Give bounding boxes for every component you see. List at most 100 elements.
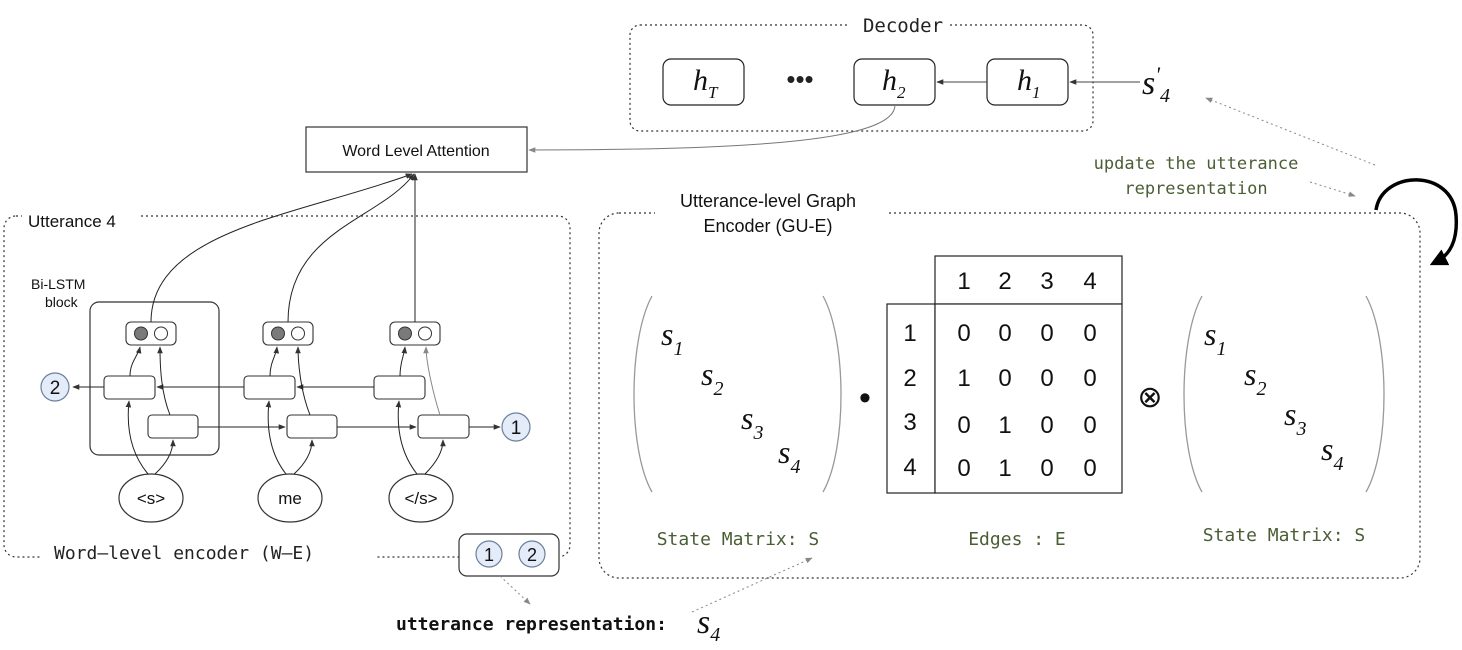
token-me: me — [257, 473, 323, 523]
h2-to-attention-arrow — [528, 104, 896, 153]
decoder-group: Decoder hT ••• h2 h1 s'4 — [629, 14, 1170, 132]
state-matrix-right: s1 s2 s3 s4 State Matrix: S — [1183, 295, 1385, 546]
edges-cell: 1 — [998, 412, 1011, 439]
edges-row-header: 2 — [903, 365, 916, 392]
state-matrix-left-open-paren — [633, 295, 653, 493]
utterance-title-bg — [22, 208, 138, 230]
bilstm-block-frame — [89, 301, 220, 456]
edges-cell: 0 — [1040, 320, 1053, 347]
right-s4: s4 — [1321, 431, 1343, 475]
token1-to-backward1-arrow — [125, 400, 149, 475]
forward-cell-2 — [286, 414, 338, 439]
right-s2: s2 — [1244, 356, 1266, 400]
edges-cell: 0 — [1083, 320, 1096, 347]
token3-to-forward3-arrow — [424, 439, 446, 475]
output1-to-attention-arrow — [150, 173, 413, 323]
edges-row-header: 1 — [903, 320, 916, 347]
output-node-1 — [125, 321, 177, 346]
svg-text:<s>: <s> — [137, 489, 165, 508]
graph-encoder-title-bg — [655, 186, 887, 236]
word-level-encoder-caption: Word–level encoder (W–E) — [54, 543, 314, 564]
edges-matrix: 1 2 3 4 1 2 3 4 0 0 0 0 1 0 0 0 0 1 0 0 … — [886, 255, 1123, 550]
token2-to-backward2-arrow — [265, 400, 287, 475]
token-end: </s> — [388, 473, 454, 523]
edges-cell: 0 — [1083, 412, 1096, 439]
edges-caption: Edges : E — [968, 529, 1066, 550]
repr-marker-1: 1 — [475, 540, 503, 568]
utterance-title: Utterance 4 — [28, 212, 116, 231]
edges-cell: 0 — [998, 320, 1011, 347]
graph-encoder-title-line1: Utterance-level Graph — [680, 191, 856, 211]
decoder-title: Decoder — [863, 15, 943, 37]
state-matrix-right-open-paren — [1183, 295, 1203, 493]
update-note-line1: update the utterance — [1094, 154, 1299, 174]
repr-dotted-arrow-down — [499, 575, 531, 605]
output2-to-attention-arrow — [287, 173, 415, 323]
forward2-to-output2-arrow — [295, 346, 311, 416]
decoder-state-h2-label: h2 — [882, 64, 906, 102]
backward-cell-2 — [243, 375, 296, 400]
edges-col-header: 3 — [1040, 268, 1053, 295]
edges-col-header: 4 — [1083, 268, 1096, 295]
update-note-group: update the utterance representation — [1094, 97, 1459, 266]
edges-row-header: 4 — [903, 454, 916, 481]
dot-operator: • — [859, 379, 871, 417]
forward-cell-3 — [417, 414, 470, 439]
token3-to-backward3-arrow — [395, 400, 418, 475]
edges-cell: 0 — [998, 365, 1011, 392]
hidden-marker-2: 2 — [40, 372, 70, 402]
decoder-input-symbol: s'4 — [1142, 62, 1170, 107]
left-s2: s2 — [701, 356, 723, 400]
repr-marker-2: 2 — [518, 540, 546, 568]
word-level-attention-box — [305, 126, 528, 173]
state-matrix-left-close-paren — [822, 295, 842, 493]
decoder-title-bg — [850, 14, 950, 36]
state-matrix-left-caption: State Matrix: S — [657, 529, 820, 550]
update-note-line2: representation — [1124, 179, 1267, 199]
svg-text:1: 1 — [511, 418, 522, 439]
update-dotted-arrow-to-loop — [1309, 181, 1356, 197]
svg-text:1: 1 — [484, 545, 494, 565]
svg-text:2: 2 — [50, 378, 61, 399]
decoder-state-hT — [662, 58, 745, 106]
backward1-to-output1-arrow — [129, 346, 142, 377]
backward-cell-3 — [373, 375, 426, 400]
utterance-representation-label: utterance representation: — [396, 614, 667, 635]
edges-body-box — [934, 303, 1123, 494]
graph-encoder-title-line2: Encoder (GU-E) — [703, 216, 832, 236]
attention-group: Word Level Attention — [305, 104, 896, 173]
edges-cell: 0 — [1040, 412, 1053, 439]
forward3-to-output3-arrow — [423, 346, 441, 416]
hidden-marker-1: 1 — [501, 412, 531, 442]
update-dotted-arrow-to-decoder — [1205, 97, 1376, 166]
utterance-caption-bg — [40, 540, 376, 566]
edges-row-header: 3 — [903, 409, 916, 436]
svg-text:me: me — [278, 489, 302, 508]
edges-cell: 0 — [1083, 455, 1096, 482]
token2-to-forward2-arrow — [293, 439, 315, 475]
edges-cell: 1 — [957, 365, 970, 392]
forward1-to-output1-arrow — [157, 346, 171, 416]
backward-cell-1 — [103, 375, 156, 400]
token1-to-forward1-arrow — [154, 439, 176, 475]
edges-col-header: 2 — [998, 268, 1011, 295]
utterance-panel: Utterance 4 Bi-LSTM block — [3, 173, 571, 566]
utterance-representation-group: 1 2 utterance representation: s4 — [396, 533, 813, 646]
edges-cell: 1 — [998, 455, 1011, 482]
right-s1: s1 — [1204, 316, 1226, 360]
bilstm-label-line1: Bi-LSTM — [31, 276, 85, 292]
edges-col-header: 1 — [957, 268, 970, 295]
graph-encoder-panel: Utterance-level Graph Encoder (GU-E) s1 … — [598, 186, 1421, 579]
state-matrix-right-close-paren — [1365, 295, 1385, 493]
token-start: <s> — [118, 473, 184, 523]
output-node-2 — [262, 321, 314, 346]
word-level-attention-label: Word Level Attention — [342, 143, 489, 160]
update-loop-arrow-icon — [1374, 178, 1459, 266]
forward-cell-1 — [147, 414, 199, 439]
edges-row-header-box — [886, 303, 936, 494]
left-s1: s1 — [661, 316, 683, 360]
decoder-state-h1-label: h1 — [1017, 64, 1041, 102]
right-s3: s3 — [1284, 396, 1306, 440]
